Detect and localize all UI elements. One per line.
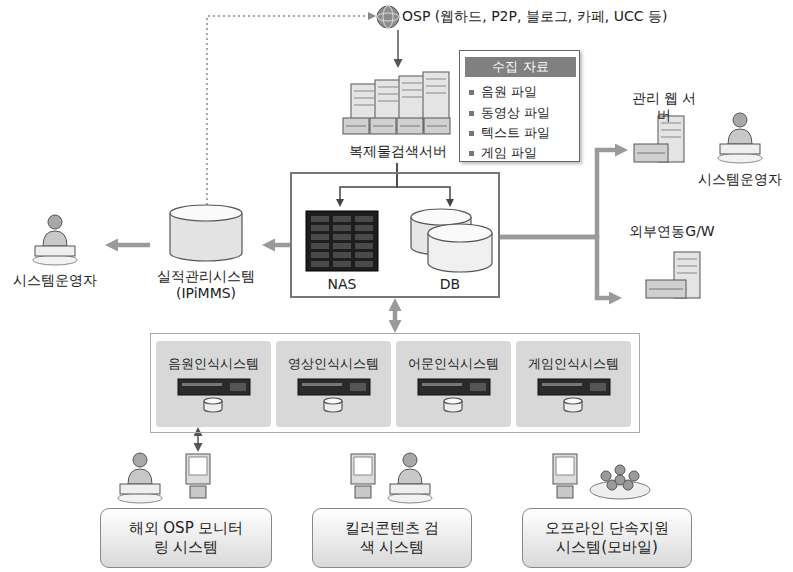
text-holder: 음원인식시스템 — [156, 353, 271, 375]
connector-arrow — [270, 243, 290, 248]
node-label: 복제물검색서버 — [349, 143, 447, 161]
search-server: 복제물검색서버 — [335, 68, 460, 163]
node-label: 어문인식시스템 — [408, 356, 499, 372]
operator: 시스템운영자 — [692, 108, 788, 192]
storage-box: NAS DB — [290, 172, 500, 298]
recognition-box: 게임인식시스템 — [516, 341, 631, 427]
db-unit: DB — [405, 207, 495, 295]
node-label: 동영상 파일 — [465, 105, 576, 121]
subsystem-box: 오프라인 단속지원 시스템(모바일) — [522, 452, 692, 568]
recognition-box: 영상인식시스템 — [276, 341, 391, 427]
text-holder: 시스템운영자 — [692, 170, 788, 190]
node-label: 텍스트 파일 — [465, 125, 576, 141]
connector-arrow — [197, 432, 199, 446]
connector-arrow — [340, 163, 397, 202]
gateway: 외부연동G/W — [622, 222, 722, 322]
node-label: 시스템운영자 — [698, 171, 782, 189]
text-holder: 어문인식시스템 — [396, 353, 511, 375]
osp-globe: OSP (웹하드, P2P, 블로그, 카페, UCC 등) — [376, 4, 688, 30]
performance-system: 실적관리시스템 (IPiMMS) — [150, 205, 262, 305]
text-holder: 게임인식시스템 — [516, 353, 631, 375]
nas-unit: NAS — [302, 207, 382, 295]
node-label: 실적관리시스템 (IPiMMS) — [150, 268, 262, 303]
collected-data-box: 수집 자료음원 파일동영상 파일텍스트 파일게임 파일 — [459, 50, 580, 162]
text-holder: 영상인식시스템 — [276, 353, 391, 375]
recognition-box: 어문인식시스템 — [396, 341, 511, 427]
connector-arrow — [397, 163, 450, 202]
node-label: 수집 자료 — [465, 57, 576, 77]
node-label: 영상인식시스템 — [288, 356, 379, 372]
node-label: 킬러콘텐츠 검색 시스템 — [342, 519, 442, 558]
connector-arrow — [393, 306, 398, 325]
node-label: 게임 파일 — [465, 145, 576, 161]
subsystem-box: 해외 OSP 모니터링 시스템 — [100, 452, 272, 568]
text-holder: NAS — [302, 275, 382, 295]
node-label: DB — [440, 276, 460, 294]
recognition-box: 음원인식시스템 — [156, 341, 271, 427]
node-icon — [276, 341, 391, 427]
text-holder: 외부연동G/W — [622, 222, 722, 242]
connector-arrow — [500, 150, 620, 237]
text-holder: 실적관리시스템 (IPiMMS) — [150, 265, 262, 305]
operator: 시스템운영자 — [5, 210, 105, 295]
recognition-group: 음원인식시스템 영상인식시스템 어문인식시스템 게임인식시스템 — [150, 333, 640, 433]
node-icon — [396, 341, 511, 427]
node-label: 시스템운영자 — [13, 272, 97, 290]
node-label: NAS — [328, 276, 357, 294]
text-holder: OSP (웹하드, P2P, 블로그, 카페, UCC 등) — [402, 4, 688, 30]
node-label: 관리 웹 서버 — [628, 90, 700, 125]
text-holder: 관리 웹 서버 — [628, 92, 700, 122]
node-label: 외부연동G/W — [629, 223, 714, 241]
text-holder: 오프라인 단속지원 시스템(모바일) — [522, 508, 692, 568]
node-label: OSP (웹하드, P2P, 블로그, 카페, UCC 등) — [402, 8, 667, 26]
connector-arrow — [500, 237, 614, 298]
node-label: 음원 파일 — [465, 84, 576, 100]
text-holder: DB — [405, 275, 495, 295]
node-icon — [156, 341, 271, 427]
node-label: 오프라인 단속지원 시스템(모바일) — [541, 519, 673, 558]
node-icon — [516, 341, 631, 427]
node-label: 게임인식시스템 — [528, 356, 619, 372]
node-label: 음원인식시스템 — [168, 356, 259, 372]
text-holder: 복제물검색서버 — [335, 140, 460, 163]
web-server: 관리 웹 서버 — [628, 92, 700, 182]
node-label: 해외 OSP 모니터링 시스템 — [124, 519, 248, 558]
subsystem-box: 킬러콘텐츠 검색 시스템 — [312, 452, 472, 568]
text-holder: 시스템운영자 — [5, 270, 105, 292]
text-holder: 해외 OSP 모니터링 시스템 — [100, 508, 272, 568]
text-holder: 수집 자료음원 파일동영상 파일텍스트 파일게임 파일 — [460, 51, 581, 163]
connector-arrow — [113, 243, 150, 248]
connector-arrow — [397, 30, 399, 63]
text-holder: 킬러콘텐츠 검색 시스템 — [312, 508, 472, 568]
